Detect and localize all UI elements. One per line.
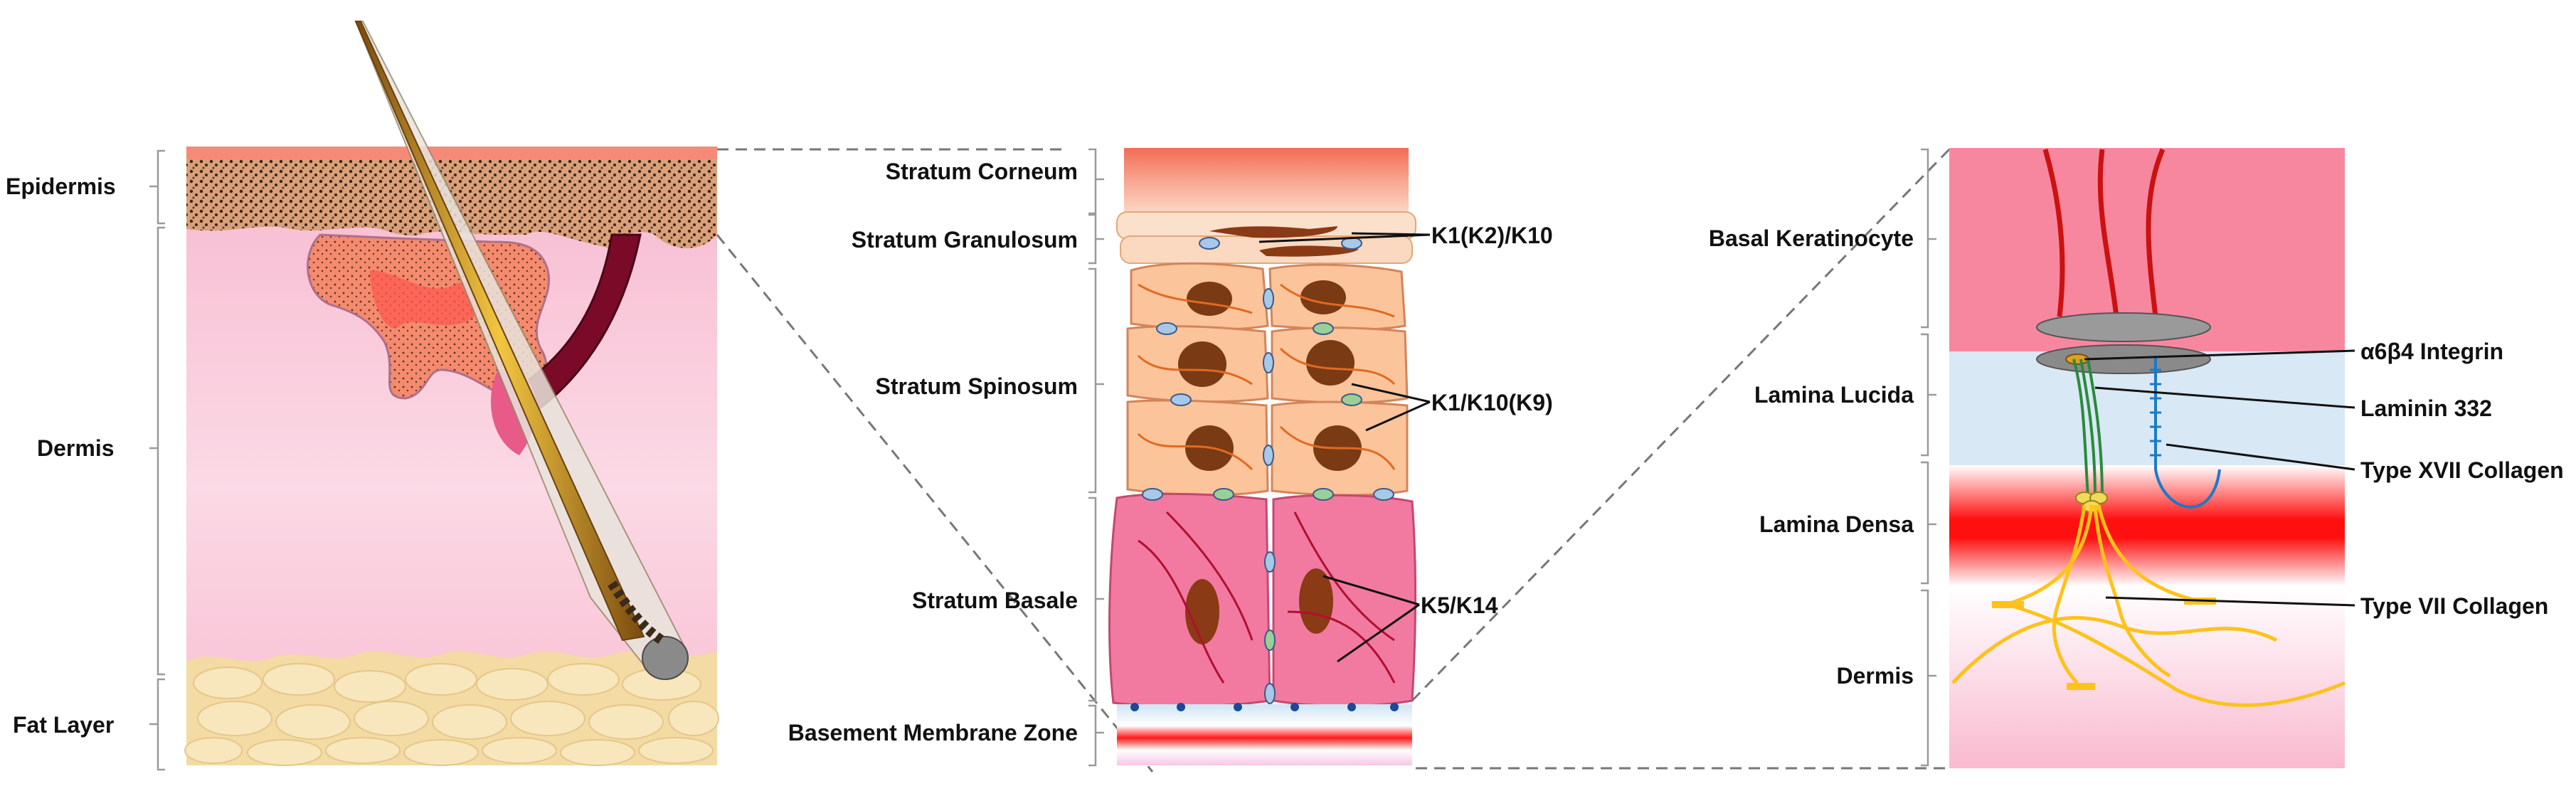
label-dermis-zoom: Dermis <box>1837 663 1914 689</box>
label-type-vii-collagen: Type VII Collagen <box>2360 593 2548 619</box>
panel1-brackets <box>149 149 165 771</box>
panel3-brackets <box>1921 148 1936 767</box>
type-vii-collagen <box>1951 504 2346 707</box>
layer-corneum <box>1124 148 1409 216</box>
panel2-brackets <box>1088 148 1104 767</box>
component-pointers <box>2084 349 2355 607</box>
hair-bulb <box>642 636 689 680</box>
dermis-region-zoom <box>1949 586 2345 768</box>
granular-nucleus-2 <box>1259 245 1359 257</box>
label-bmz: Basement Membrane Zone <box>788 720 1078 745</box>
label-a6b4-integrin: α6β4 Integrin <box>2360 339 2503 364</box>
panel-skin-section: Epidermis Dermis Fat Layer <box>6 21 719 771</box>
basale-cells <box>1108 492 1417 708</box>
keratin-pointers <box>1258 232 1431 663</box>
label-dermis: Dermis <box>37 435 115 461</box>
label-basal-keratinocyte: Basal Keratinocyte <box>1709 225 1914 251</box>
layer-bmz <box>1117 704 1412 765</box>
granular-nucleus-1 <box>1209 226 1337 238</box>
skin-surface <box>186 147 717 159</box>
laminin-332 <box>2072 359 2104 499</box>
label-stratum-spinosum: Stratum Spinosum <box>876 373 1078 399</box>
label-stratum-basale: Stratum Basale <box>912 588 1078 613</box>
label-k1-k10-k9: K1/K10(K9) <box>1431 390 1553 415</box>
label-type-xvii-collagen: Type XVII Collagen <box>2360 457 2564 483</box>
basale-keratin <box>1138 511 1396 684</box>
zoom-lines-1 <box>716 148 1154 773</box>
type-xvii-collagen <box>2154 356 2221 509</box>
panel-basement-membrane: Basal Keratinocyte Lamina Lucida Lamina … <box>1709 148 2564 768</box>
desmosomes <box>1142 237 1394 704</box>
fat-cells <box>184 663 719 766</box>
hemidesmosome-plaque-outer <box>2036 312 2211 342</box>
label-laminin-332: Laminin 332 <box>2360 396 2492 421</box>
hemidesmosomes <box>1130 703 1399 711</box>
label-epidermis: Epidermis <box>6 174 116 199</box>
keratin-filaments <box>2042 148 2166 317</box>
panel-epidermis-layers: Stratum Corneum Stratum Granulosum Strat… <box>788 148 1553 767</box>
collagen-xvii-ticks <box>2150 368 2161 457</box>
lamina-densa-region <box>1949 465 2345 586</box>
label-fat-layer: Fat Layer <box>13 712 114 738</box>
hemidesmosome-plaque-inner <box>2036 344 2211 374</box>
label-lamina-lucida: Lamina Lucida <box>1754 382 1914 408</box>
spinosum-nuclei <box>1178 280 1362 471</box>
spinosum-keratin <box>1137 283 1396 471</box>
hair-shaft <box>354 21 645 642</box>
label-lamina-densa: Lamina Densa <box>1759 511 1914 537</box>
label-stratum-granulosum: Stratum Granulosum <box>852 227 1078 253</box>
zoom-lines-2 <box>1411 148 1951 770</box>
label-stratum-corneum: Stratum Corneum <box>886 159 1078 184</box>
label-k1-k2-k10: K1(K2)/K10 <box>1431 223 1553 248</box>
label-k5-k14: K5/K14 <box>1421 593 1498 618</box>
gland-core <box>370 270 482 329</box>
